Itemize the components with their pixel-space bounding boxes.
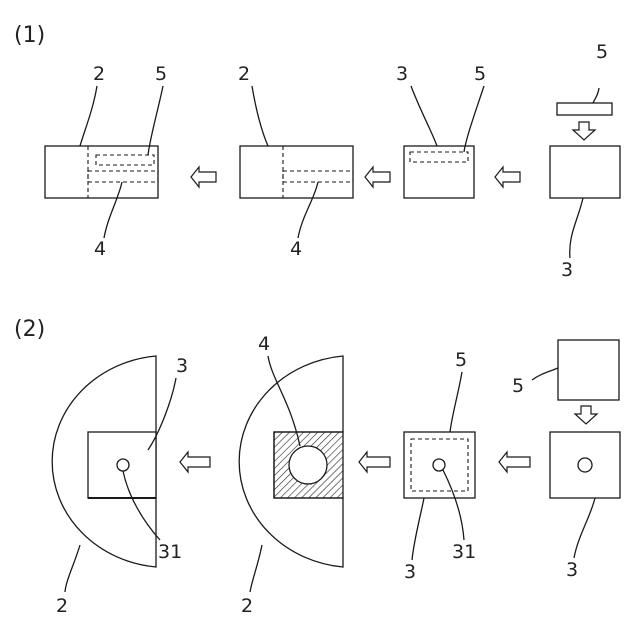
leader-line [65, 545, 80, 592]
channel-4 [289, 446, 327, 484]
leader-line [80, 86, 97, 146]
label-2: 2 [241, 595, 253, 617]
label-3: 3 [396, 63, 408, 85]
leader-line [252, 86, 268, 146]
left-arrow-icon [180, 452, 210, 472]
leader-line [250, 545, 262, 592]
down-arrow-icon [575, 406, 597, 424]
step-2b: 4 2 [239, 333, 343, 617]
section-1-label: (1) [14, 23, 45, 48]
label-31: 31 [158, 541, 182, 563]
label-31: 31 [452, 541, 476, 563]
left-arrow-icon [499, 452, 530, 472]
left-arrow-icon [365, 167, 390, 187]
label-5: 5 [474, 63, 486, 85]
leader-line [574, 498, 595, 558]
label-3: 3 [176, 355, 188, 377]
label-4: 4 [290, 238, 302, 260]
assembly-2 [45, 146, 158, 198]
label-3: 3 [561, 259, 573, 281]
section-2-label: (2) [14, 317, 45, 342]
label-2: 2 [93, 63, 105, 85]
hole-31 [117, 459, 129, 471]
step-2a: 3 31 2 [52, 355, 188, 617]
label-5: 5 [512, 375, 524, 397]
label-5: 5 [455, 349, 467, 371]
leader-line [412, 498, 424, 560]
label-3: 3 [566, 559, 578, 581]
leader-line [464, 86, 484, 152]
assembly-2 [240, 146, 353, 198]
material-5-sheet [558, 340, 619, 400]
left-arrow-icon [495, 167, 520, 187]
label-4: 4 [258, 333, 270, 355]
down-arrow-icon [573, 122, 595, 140]
left-arrow-icon [359, 452, 390, 472]
step-2c: 5 31 3 [404, 349, 476, 583]
leader-line [450, 372, 462, 432]
material-5-strip [557, 103, 612, 115]
substrate-3 [550, 432, 620, 498]
step-1c: 3 5 [396, 63, 486, 198]
step-1b: 2 4 [238, 63, 353, 260]
leader-line [411, 86, 437, 146]
label-5: 5 [596, 41, 608, 63]
leader-line [593, 88, 599, 103]
label-4: 4 [94, 238, 106, 260]
hole-31 [433, 459, 445, 471]
left-arrow-icon [191, 167, 216, 187]
substrate-3 [550, 146, 620, 198]
substrate-3 [404, 146, 474, 198]
label-3: 3 [404, 561, 416, 583]
label-5: 5 [155, 63, 167, 85]
leader-line [148, 86, 163, 155]
label-2: 2 [238, 63, 250, 85]
leader-line [532, 368, 558, 380]
label-2: 2 [56, 595, 68, 617]
step-1a: 2 5 4 [45, 63, 167, 260]
step-1d: 5 3 [550, 41, 620, 281]
leader-line [570, 198, 583, 258]
